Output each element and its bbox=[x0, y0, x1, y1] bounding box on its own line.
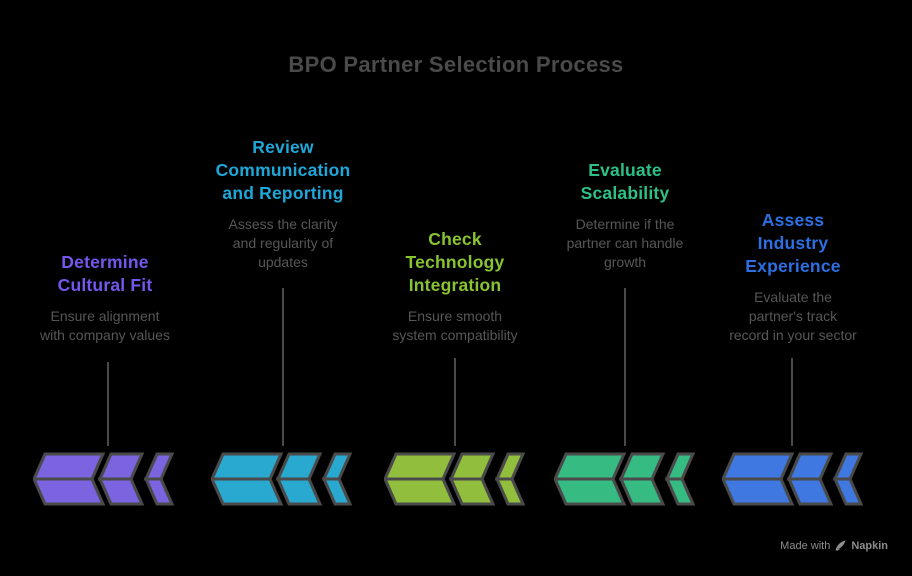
chevron-segment bbox=[211, 477, 284, 506]
chevron-segment bbox=[786, 477, 834, 506]
chevron-segment bbox=[33, 452, 106, 481]
chevron-segment bbox=[211, 452, 284, 481]
chevron-segment bbox=[448, 477, 496, 506]
chevron-segment bbox=[664, 452, 696, 481]
step-description: Evaluate the partner's track record in y… bbox=[729, 289, 857, 343]
step-text-block: Check Technology Integration Ensure smoo… bbox=[355, 228, 555, 345]
connector-line bbox=[107, 362, 109, 446]
chevron-segment bbox=[97, 477, 145, 506]
chevron-segment bbox=[722, 477, 795, 506]
chevron-segment bbox=[832, 452, 864, 481]
chevron-segment bbox=[384, 452, 457, 481]
step-text-block: Review Communication and Reporting Asses… bbox=[183, 136, 383, 272]
chevron-segment bbox=[143, 452, 175, 481]
step-text-block: Evaluate Scalability Determine if the pa… bbox=[525, 159, 725, 272]
chevron-segment bbox=[494, 477, 526, 506]
step-title: Determine Cultural Fit bbox=[57, 252, 153, 295]
step-text-block: Determine Cultural Fit Ensure alignment … bbox=[5, 251, 205, 345]
chevron-segment bbox=[554, 452, 627, 481]
chevron-segment bbox=[664, 477, 696, 506]
chevron-segment bbox=[143, 477, 175, 506]
chevron-segment bbox=[321, 452, 353, 481]
chevron-segment bbox=[618, 452, 666, 481]
chevron-segment bbox=[33, 477, 106, 506]
watermark-brand-label: Napkin bbox=[851, 539, 888, 552]
chevron-segment bbox=[554, 477, 627, 506]
connector-line bbox=[791, 358, 793, 446]
watermark-made-with-label: Made with bbox=[780, 539, 831, 552]
chevron-segment bbox=[722, 452, 795, 481]
chevron-arrow bbox=[384, 452, 526, 506]
feather-icon bbox=[835, 540, 846, 551]
chevron-segment bbox=[494, 452, 526, 481]
chevron-arrow bbox=[554, 452, 696, 506]
step-title: Assess Industry Experience bbox=[745, 210, 841, 276]
chevron-segment bbox=[786, 452, 834, 481]
chevron-segment bbox=[275, 477, 323, 506]
step-description: Determine if the partner can handle grow… bbox=[566, 216, 684, 270]
page-title: BPO Partner Selection Process bbox=[288, 52, 624, 77]
chevron-segment bbox=[832, 477, 864, 506]
chevron-segment bbox=[321, 477, 353, 506]
step-description: Ensure alignment with company values bbox=[40, 308, 170, 343]
chevron-segment bbox=[384, 477, 457, 506]
chevron-segment bbox=[97, 452, 145, 481]
step-title: Check Technology Integration bbox=[405, 229, 505, 295]
connector-line bbox=[454, 358, 456, 446]
chevron-segment bbox=[275, 452, 323, 481]
chevron-arrow bbox=[722, 452, 864, 506]
connector-line bbox=[624, 288, 626, 446]
napkin-watermark: Made with Napkin bbox=[780, 539, 888, 552]
step-title: Review Communication and Reporting bbox=[215, 137, 351, 203]
chevron-segment bbox=[618, 477, 666, 506]
chevron-arrow bbox=[33, 452, 175, 506]
step-description: Ensure smooth system compatibility bbox=[392, 308, 518, 343]
chevron-arrow bbox=[211, 452, 353, 506]
connector-line bbox=[282, 288, 284, 446]
step-text-block: Assess Industry Experience Evaluate the … bbox=[693, 209, 893, 345]
chevron-segment bbox=[448, 452, 496, 481]
step-title: Evaluate Scalability bbox=[580, 160, 670, 203]
step-description: Assess the clarity and regularity of upd… bbox=[228, 216, 338, 270]
